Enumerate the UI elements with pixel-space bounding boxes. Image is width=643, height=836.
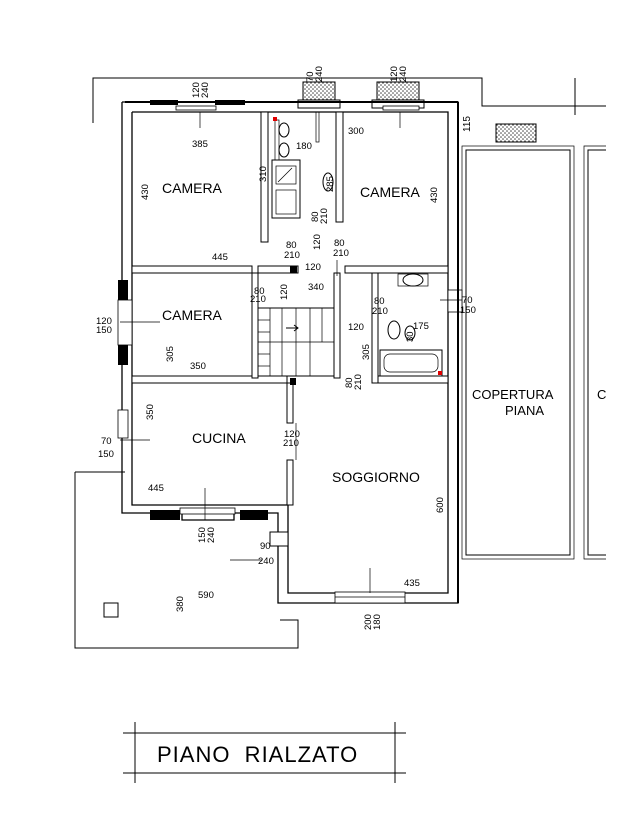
dim-label: 350 [145,404,156,420]
room-label-piana: PIANA [505,403,544,418]
dim-label: 120 [279,284,290,300]
plan-title: PIANO RIALZATO [157,742,358,767]
dim-label: 210 [353,374,364,390]
dim-label: 240 [314,66,325,82]
dim-label: 340 [308,282,324,293]
dim-label: 445 [148,483,164,494]
dim-label: 120 [191,82,202,98]
title-block: PIANO RIALZATO [123,722,406,783]
dim-label: 285 [325,176,336,192]
dim-label: 175 [413,321,429,332]
dim-label: 430 [140,184,151,200]
dim-label: 240 [398,66,409,82]
dim-label: 380 [175,596,186,612]
dim-label: 210 [283,438,299,449]
chimneys [297,81,425,109]
dim-label: 445 [212,252,228,263]
terrace [103,559,262,618]
dim-label: 200 [363,614,374,630]
dim-label: 300 [348,126,364,137]
dim-label: 210 [333,248,349,259]
dim-label: 80 [286,240,297,251]
dim-label: 180 [296,141,312,152]
room-label-camera-ne: CAMERA [360,184,421,200]
dim-label: 80 [344,377,355,388]
exterior-walls [117,100,463,604]
room-label-cucina: CUCINA [192,430,246,446]
dim-label: 80 [374,296,385,307]
dim-label: 150 [197,527,208,543]
room-label-copertura-cut: C [597,387,606,402]
staircase [257,307,335,377]
dim-label: 120 [96,316,112,327]
dim-label: 120 [348,322,364,333]
dim-label: 150 [460,305,476,316]
dim-label: 210 [319,208,330,224]
dim-label: 80 [254,286,265,297]
room-label-camera-nw: CAMERA [162,180,223,196]
room-label-soggiorno: SOGGIORNO [332,469,420,485]
dim-label: 240 [258,556,274,567]
sanitary-fixtures [271,111,443,377]
dim-label: 600 [435,497,446,513]
dim-label: 310 [258,166,269,182]
dim-label: 350 [190,361,206,372]
dim-label: 120 [312,234,323,250]
dim-label: 240 [200,82,211,98]
dim-label: 305 [361,344,372,360]
dim-label: 120 [284,429,300,440]
dim-label: 115 [462,116,473,132]
dim-label: 435 [404,578,420,589]
dim-label: 70 [305,71,316,82]
dim-label: 210 [250,294,266,305]
dim-label: 305 [165,346,176,362]
room-label-copertura: COPERTURA [472,387,554,402]
dim-label: 70 [462,295,473,306]
dim-label: 180 [372,614,383,630]
dim-label: 80 [334,238,345,249]
dim-label: 90 [260,541,271,552]
dim-label: 430 [429,187,440,203]
dim-label: 385 [192,139,208,150]
dimension-labels: 120 240 70 240 120 240 115 385 430 310 1… [96,66,476,630]
dim-label: 80 [310,211,321,222]
dim-label: 210 [372,306,388,317]
dim-label: 120 [305,262,321,273]
interior-walls [131,111,449,547]
dim-label: 120 [389,66,400,82]
dim-label: 30 [405,331,416,342]
site-boundary [74,77,606,649]
dim-label: 210 [284,250,300,261]
flat-roof-area [461,123,606,560]
room-label-camera-w: CAMERA [162,307,223,323]
dim-label: 70 [101,436,112,447]
dim-label: 150 [98,449,114,460]
doors [120,112,462,593]
dim-label: 150 [96,325,112,336]
dim-label: 240 [206,527,217,543]
dim-label: 590 [198,590,214,601]
